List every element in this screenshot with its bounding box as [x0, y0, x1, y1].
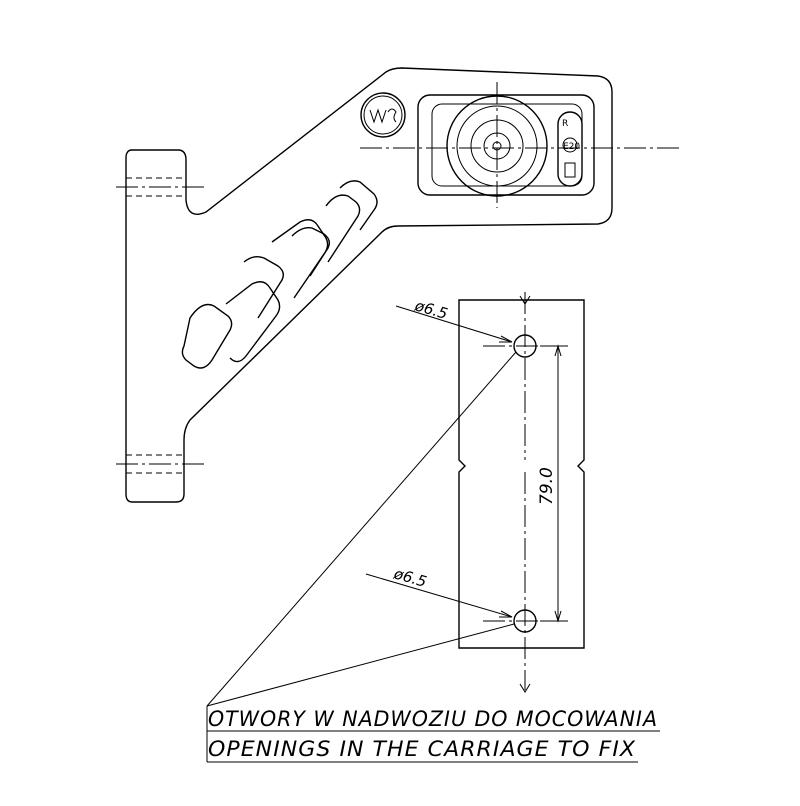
- bracket-outline: [125, 67, 613, 503]
- lamp-bracket: R E20: [116, 67, 680, 503]
- note-polish: OTWORY W NADWOZIU DO MOCOWANIA: [208, 707, 658, 731]
- lens-housing: R E20: [417, 94, 595, 197]
- lens-mark-e20: E20: [563, 142, 580, 152]
- note-english: OPENINGS IN THE CARRIAGE TO FIX: [208, 737, 636, 761]
- lens-mark-r: R: [562, 119, 568, 129]
- note-leader-bottom: [206, 623, 515, 707]
- bottom-hole-leader: [365, 573, 513, 618]
- mounting-note: OTWORY W NADWOZIU DO MOCOWANIA OPENINGS …: [206, 706, 660, 763]
- note-leader-top: [206, 351, 517, 707]
- hole-pattern: 79.0 ø6.5 ø6.5: [206, 292, 585, 707]
- arm-cutouts: [181, 180, 378, 369]
- bottom-hole-label: ø6.5: [391, 564, 429, 591]
- top-hole-label: ø6.5: [412, 296, 450, 323]
- was-logo: [360, 92, 406, 138]
- spacing-dimension-label: 79.0: [537, 467, 557, 505]
- top-hole-leader: [395, 305, 513, 343]
- pattern-outline: [458, 299, 585, 649]
